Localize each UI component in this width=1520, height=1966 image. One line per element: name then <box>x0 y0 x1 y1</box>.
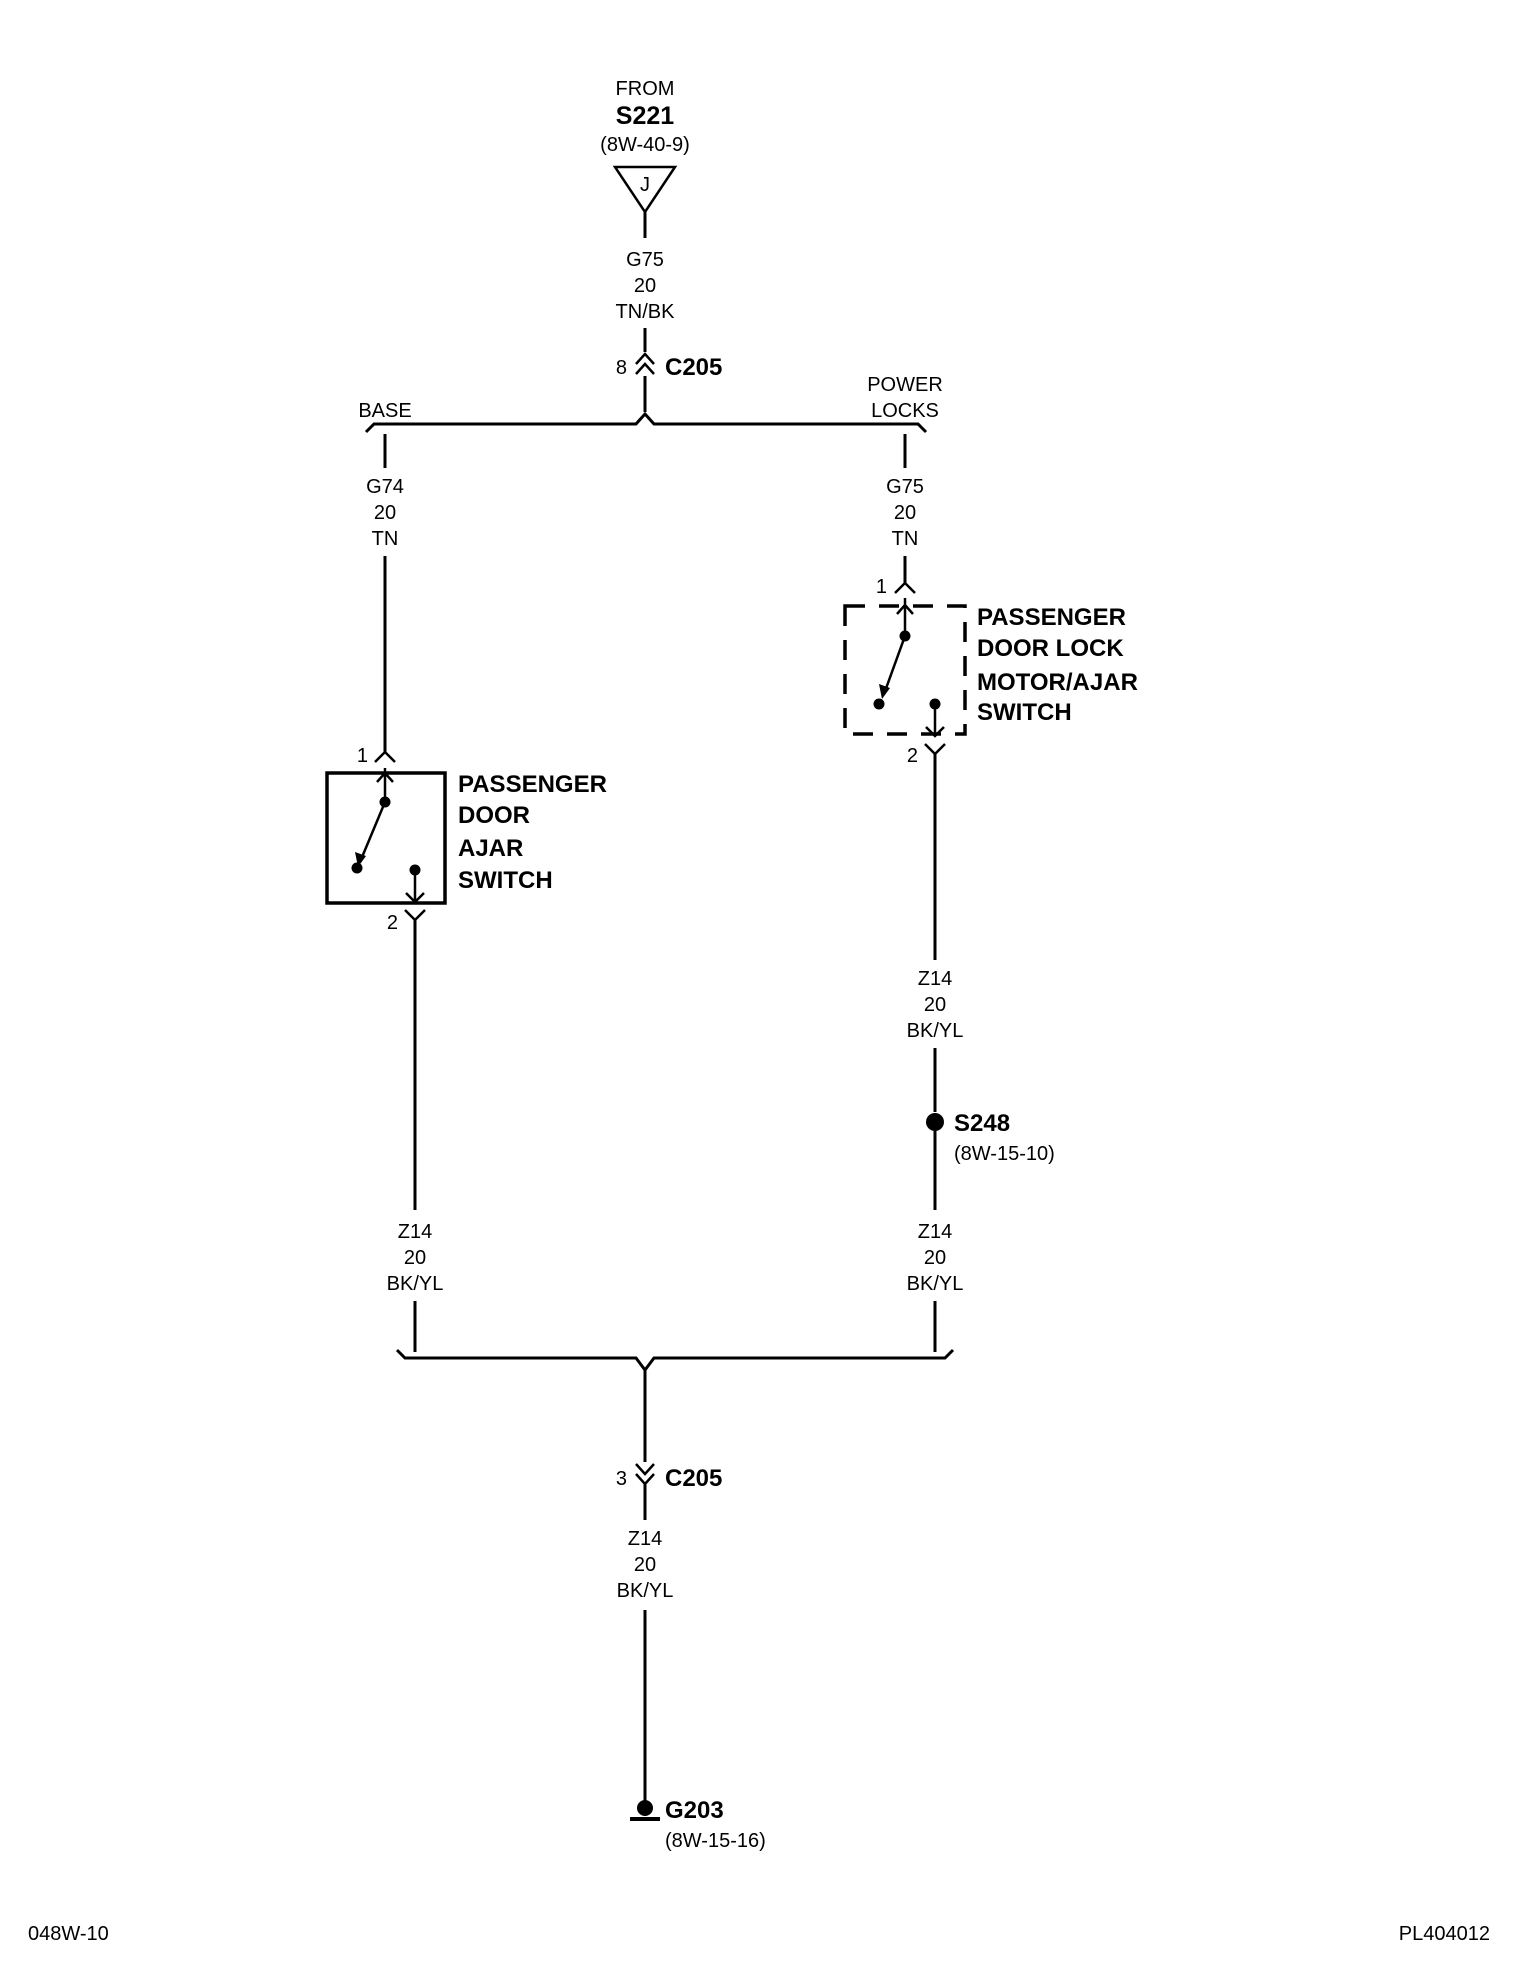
right-switch-blade <box>882 635 907 695</box>
right-switch-pin2: 2 <box>907 745 918 767</box>
left-switch-name-1: PASSENGER <box>458 771 607 798</box>
right-switch-blade-arrowhead <box>879 684 890 699</box>
lower-merge-bus <box>395 1348 955 1373</box>
s248-splice-dot <box>926 1113 944 1131</box>
c205-top-pin: 8 <box>616 357 627 379</box>
s248-name: S248 <box>954 1110 1010 1137</box>
bottom-wire-color: BK/YL <box>617 1580 674 1602</box>
from-label: FROM <box>616 78 675 100</box>
right-switch-pin1: 1 <box>876 576 887 598</box>
right-mid-wire-circuit: Z14 <box>918 968 952 990</box>
right-switch-pin2-connector <box>924 743 946 756</box>
right-switch-contact-open <box>873 698 885 710</box>
base-wire-circuit: G74 <box>366 476 404 498</box>
right-lower-wire-color: BK/YL <box>907 1273 964 1295</box>
base-wire-color: TN <box>372 528 399 550</box>
right-switch-exit-arrow <box>925 704 945 738</box>
left-switch-name-4: SWITCH <box>458 867 553 894</box>
top-wire-circuit: G75 <box>626 249 664 271</box>
source-splice-ref: (8W-40-9) <box>600 134 690 156</box>
left-switch-pin2-connector <box>404 909 426 922</box>
option-power-label-2: LOCKS <box>871 400 939 422</box>
left-switch-contact-open <box>351 862 363 874</box>
right-lower-wire-gauge: 20 <box>924 1247 946 1269</box>
left-switch-pin1-connector <box>374 750 396 763</box>
c205-top-name: C205 <box>665 354 722 381</box>
left-switch-entry-arrow <box>376 768 394 801</box>
left-switch-pin1: 1 <box>357 745 368 767</box>
footer-right-code: PL404012 <box>1399 1923 1490 1945</box>
option-power-label-1: POWER <box>867 374 943 396</box>
g203-ref: (8W-15-16) <box>665 1830 766 1852</box>
left-ground-wire-gauge: 20 <box>404 1247 426 1269</box>
right-switch-name-2: DOOR LOCK <box>977 635 1124 662</box>
left-ground-wire-color: BK/YL <box>387 1273 444 1295</box>
s248-ref: (8W-15-10) <box>954 1143 1055 1165</box>
right-switch-entry-arrow <box>896 598 914 634</box>
bottom-wire-circuit: Z14 <box>628 1528 662 1550</box>
c205-top-connector-symbol <box>635 352 655 375</box>
left-switch-blade <box>358 801 387 863</box>
right-switch-pin1-connector <box>894 581 916 594</box>
right-switch-name-3: MOTOR/AJAR <box>977 669 1138 696</box>
right-mid-wire-color: BK/YL <box>907 1020 964 1042</box>
source-pin-label: J <box>640 174 650 196</box>
option-base-label: BASE <box>358 400 411 422</box>
c205-bottom-connector-symbol <box>635 1463 655 1486</box>
source-connector-triangle <box>612 165 678 215</box>
g203-name: G203 <box>665 1797 724 1824</box>
left-switch-pin2: 2 <box>387 912 398 934</box>
power-wire-color: TN <box>892 528 919 550</box>
bottom-wire-gauge: 20 <box>634 1554 656 1576</box>
left-switch-exit-arrow <box>405 870 425 904</box>
footer-left-code: 048W-10 <box>28 1923 109 1945</box>
top-wire-color: TN/BK <box>616 301 676 323</box>
left-switch-name-3: AJAR <box>458 835 523 862</box>
c205-bottom-pin: 3 <box>616 1468 627 1490</box>
right-switch-box <box>843 604 967 736</box>
left-switch-name-2: DOOR <box>458 802 530 829</box>
right-lower-wire-circuit: Z14 <box>918 1221 952 1243</box>
upper-split-bus <box>364 411 928 434</box>
power-wire-gauge: 20 <box>894 502 916 524</box>
left-ground-wire-circuit: Z14 <box>398 1221 432 1243</box>
right-switch-name-1: PASSENGER <box>977 604 1126 631</box>
c205-bottom-name: C205 <box>665 1465 722 1492</box>
top-wire-gauge: 20 <box>634 275 656 297</box>
right-switch-name-4: SWITCH <box>977 699 1072 726</box>
right-mid-wire-gauge: 20 <box>924 994 946 1016</box>
base-wire-gauge: 20 <box>374 502 396 524</box>
source-splice-name: S221 <box>616 102 674 130</box>
g203-ground-dot <box>637 1800 653 1816</box>
power-wire-circuit: G75 <box>886 476 924 498</box>
